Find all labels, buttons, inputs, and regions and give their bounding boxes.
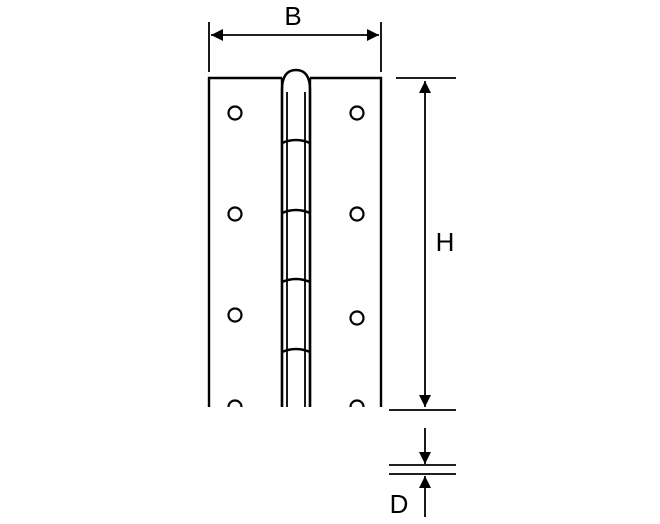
dimension-height: H <box>389 77 456 411</box>
screw-hole <box>349 310 365 326</box>
screw-hole <box>227 206 243 222</box>
knuckle-separator <box>281 208 311 215</box>
dimension-thickness: D <box>389 428 456 519</box>
screw-hole <box>227 307 243 323</box>
screw-hole <box>349 206 365 222</box>
knuckle-separator <box>281 138 311 145</box>
screw-hole-partial <box>227 399 243 408</box>
right-leaf <box>308 76 383 407</box>
screw-hole-partial <box>349 399 365 408</box>
left-leaf <box>207 76 284 407</box>
label-d: D <box>390 489 409 519</box>
label-h: H <box>436 227 455 257</box>
screw-hole <box>227 105 243 121</box>
hinge-body <box>207 68 383 408</box>
screw-hole <box>349 105 365 121</box>
knuckle-separator <box>281 277 311 284</box>
knuckle-separator <box>281 347 311 354</box>
label-b: B <box>284 1 301 31</box>
dimension-width: B <box>208 1 382 72</box>
